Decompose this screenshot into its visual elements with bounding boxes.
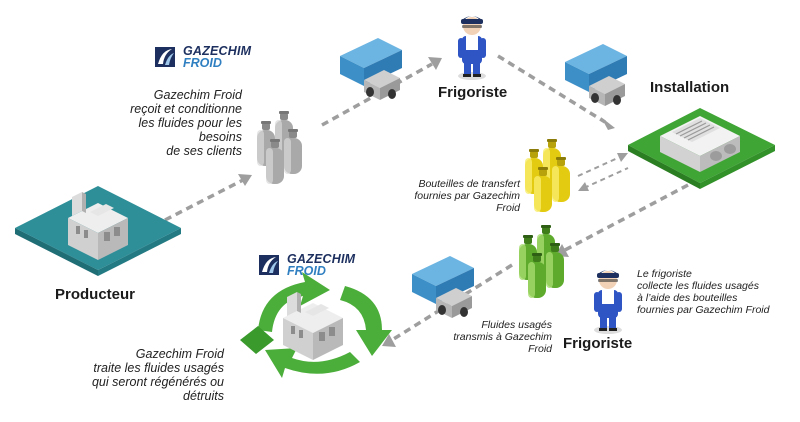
label-frigoriste-top: Frigoriste (438, 84, 508, 101)
note-line: fournies par Gazechim Froid (637, 304, 770, 316)
logo-line2: FROID (183, 56, 222, 70)
logo-mark-icon-bottom (256, 252, 282, 278)
gazechim-logo-bottom: GAZECHIM FROID (284, 252, 356, 278)
label-frigoriste-bottom: Frigoriste (563, 335, 633, 352)
logo-mark-icon (152, 44, 178, 70)
note-collects: Le frigoriste collecte les fluides usagé… (637, 268, 792, 316)
label-installation: Installation (650, 79, 730, 96)
note-line: transmis à Gazechim Froid (453, 331, 552, 355)
note-line: Gazechim Froid (153, 88, 242, 102)
note-line: Gazechim Froid (135, 347, 224, 361)
note-gazechim-receives: Gazechim Froid reçoit et conditionne les… (92, 88, 242, 158)
gas-bottle-icon (257, 111, 302, 184)
note-line: à l’aide des bouteilles (637, 292, 738, 304)
note-line: Bouteilles de transfert (418, 178, 520, 190)
logo-line2: FROID (287, 264, 326, 278)
note-treats: Gazechim Froid traite les fluides usagés… (58, 347, 224, 403)
note-line: les fluides pour les besoins (138, 116, 242, 144)
note-used-fluids: Fluides usagés transmis à Gazechim Froid (430, 319, 552, 355)
note-line: collecte les fluides usagés (637, 280, 759, 292)
transfer-bottles-icon (525, 139, 570, 212)
technician-icon (458, 16, 486, 80)
flow-arrowheads (238, 57, 615, 347)
logo-line1: GAZECHIM (287, 252, 356, 266)
gazechim-logo-top: GAZECHIM FROID (180, 44, 252, 70)
note-line: qui seront régénérés ou détruits (91, 375, 224, 403)
note-line: traite les fluides usagés (93, 361, 224, 375)
note-transfer-bottles: Bouteilles de transfert fournies par Gaz… (388, 178, 520, 214)
refrigeration-unit-icon (660, 116, 740, 172)
technician-icon-bottom (594, 270, 622, 334)
truck-icon-right (565, 44, 627, 106)
logo-line1: GAZECHIM (183, 44, 252, 58)
truck-icon (340, 38, 402, 100)
used-fluid-bottles-icon (519, 225, 564, 298)
truck-icon-bottom (412, 256, 474, 318)
note-line: de ses clients (166, 144, 242, 158)
note-line: Fluides usagés (481, 319, 552, 331)
recycle-arrows-icon (240, 272, 392, 378)
note-line: Le frigoriste (637, 268, 692, 280)
transfer-arrows (577, 155, 629, 189)
note-line: fournies par Gazechim Froid (414, 190, 520, 214)
label-producteur: Producteur (55, 286, 136, 303)
note-line: reçoit et conditionne (130, 102, 242, 116)
